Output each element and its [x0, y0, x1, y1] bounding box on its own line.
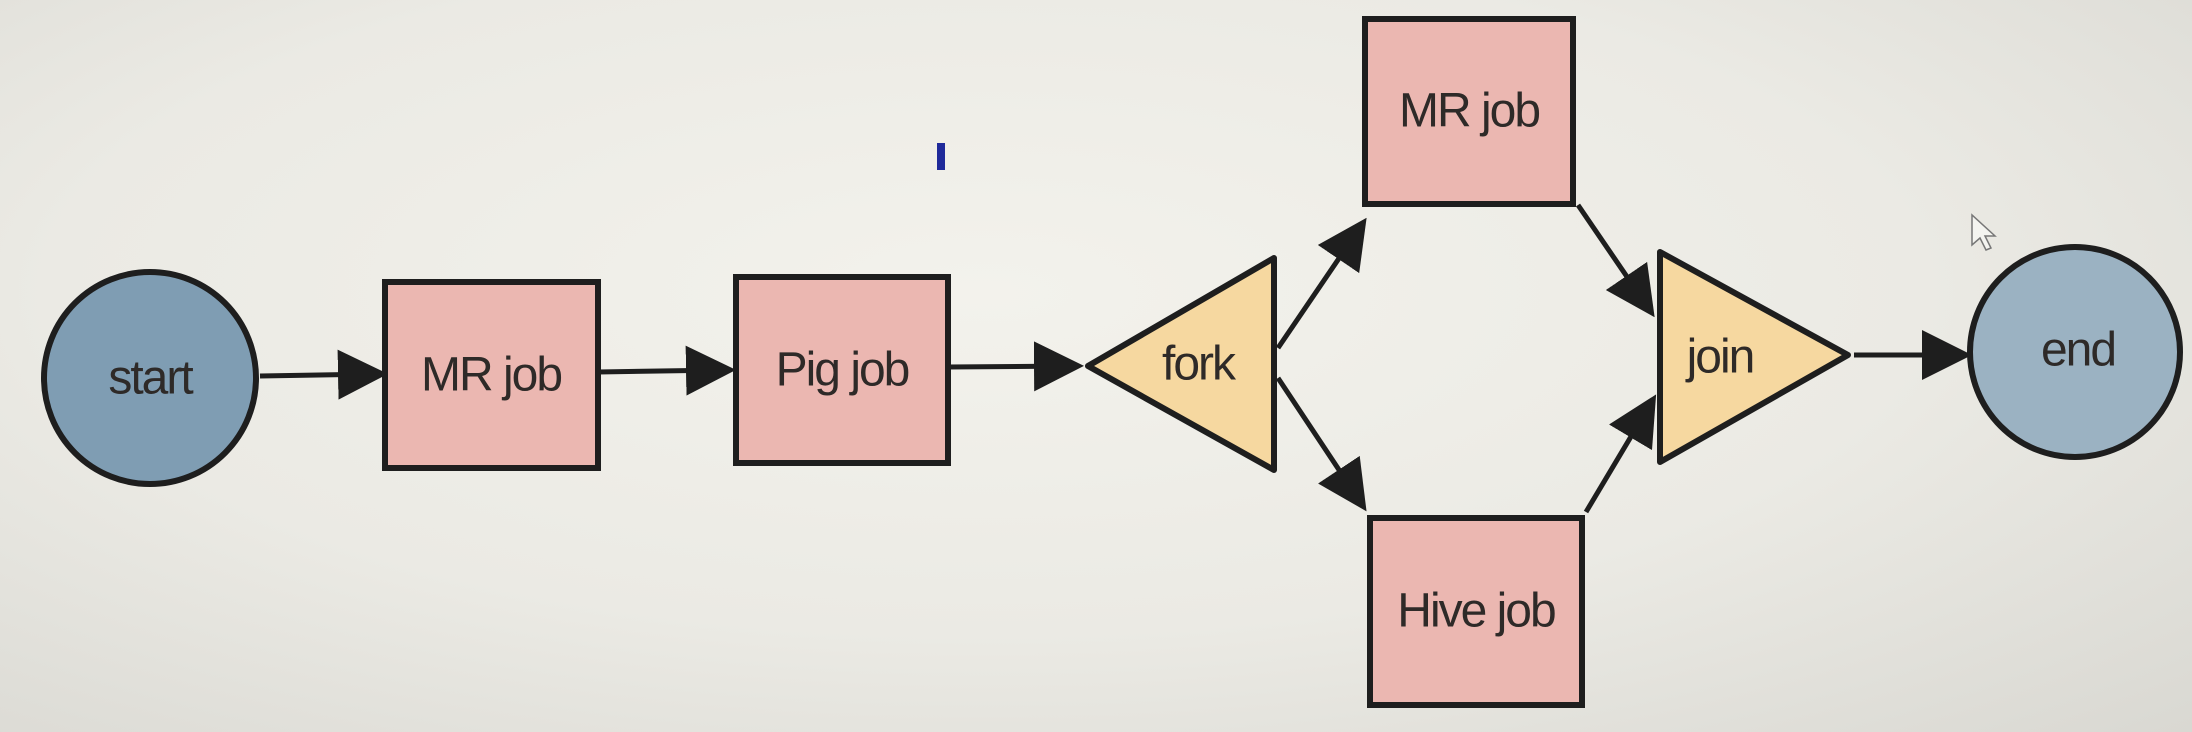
fork-triangle — [1085, 255, 1277, 473]
pig-job-node: Pig job — [733, 274, 951, 466]
pig-job-box — [733, 274, 951, 466]
pig-job-label: Pig job — [776, 344, 909, 397]
text-cursor-mark — [937, 143, 945, 170]
end-circle — [1967, 244, 2183, 460]
start-label: start — [108, 352, 193, 405]
start-circle — [41, 269, 259, 487]
hive-job-box — [1367, 515, 1585, 708]
edge-mr-job-2-to-join — [1575, 203, 1655, 318]
mr-job-2-node: MR job — [1362, 16, 1576, 207]
join-triangle — [1657, 249, 1851, 465]
mr-job-node: MR job — [382, 279, 601, 471]
edges — [259, 203, 1972, 514]
edge-mr-job-to-pig-job — [597, 345, 736, 396]
hive-job-node: Hive job — [1367, 515, 1585, 708]
start-node: start — [41, 269, 259, 487]
edge-start-to-mr-job — [259, 349, 388, 400]
end-node: end — [1967, 244, 2183, 460]
mr-job-2-label: MR job — [1399, 85, 1539, 138]
mouse-pointer-icon — [1971, 213, 1997, 251]
hive-job-label: Hive job — [1397, 585, 1555, 638]
edge-pig-job-to-fork — [947, 341, 1084, 392]
edge-fork-to-mr-job-2 — [1275, 217, 1367, 350]
mr-job-2-box — [1362, 16, 1576, 207]
join-label: join — [1685, 331, 1754, 384]
edge-hive-job-to-join — [1583, 394, 1657, 514]
edge-fork-to-hive-job — [1275, 376, 1367, 512]
join-node: join — [1657, 249, 1851, 465]
mr-job-label: MR job — [421, 349, 561, 402]
fork-label: fork — [1162, 338, 1237, 391]
fork-node: fork — [1085, 255, 1277, 473]
mr-job-box — [382, 279, 601, 471]
end-label: end — [2041, 324, 2115, 377]
